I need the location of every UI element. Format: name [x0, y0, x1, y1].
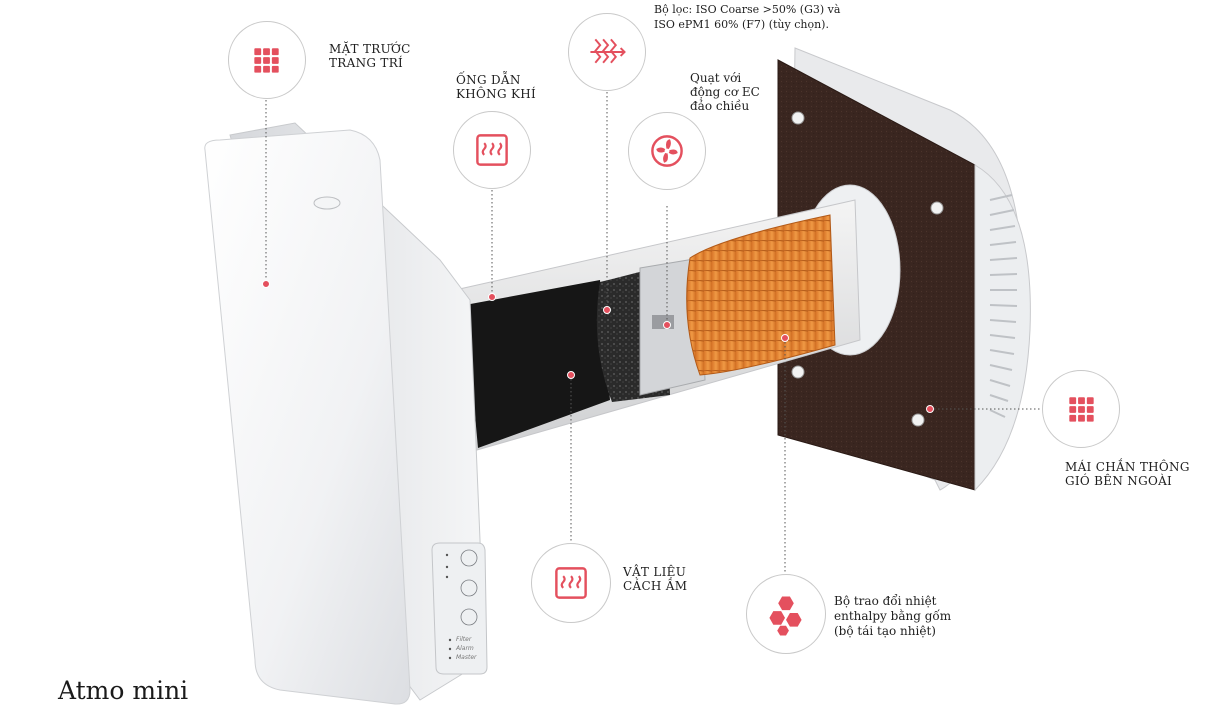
fan-icon-circle	[628, 112, 706, 190]
honeycomb-icon	[769, 596, 802, 636]
heat-waves-icon	[555, 567, 587, 599]
air-duct-icon-circle	[453, 111, 531, 189]
control-item-alarm: Alarm	[456, 645, 474, 652]
control-item-filter: Filter	[456, 636, 472, 643]
insulation-icon-circle	[531, 543, 611, 623]
filter-icon	[590, 38, 626, 64]
heat-exchanger-label: Bộ trao đổi nhiệt enthalpy bằng gốm (bộ …	[834, 594, 952, 638]
outer-hood-icon-circle	[1042, 370, 1120, 448]
front-panel-icon-circle	[228, 21, 306, 99]
outer-hood-label: MÁI CHẮN THÔNG GIÓ BÊN NGOÀI	[1065, 460, 1190, 488]
fan-icon	[651, 135, 683, 167]
control-item-master: Master	[456, 654, 477, 661]
grid-icon	[254, 48, 279, 73]
heat-exchanger-icon-circle	[746, 574, 826, 654]
filter-label: Bộ lọc: ISO Coarse >50% (G3) và ISO ePM1…	[654, 3, 841, 31]
insulation-label: VẬT LIỆU CÁCH ÂM	[623, 565, 688, 593]
product-title: Atmo mini	[58, 676, 189, 705]
fan-label: Quạt với động cơ EC đảo chiều	[690, 71, 760, 113]
grid-icon	[1069, 397, 1094, 422]
front-panel-label: MẶT TRƯỚC TRANG TRÍ	[329, 42, 411, 70]
filter-icon-circle	[568, 13, 646, 91]
heat-waves-icon	[476, 134, 508, 166]
air-duct-label: ỐNG DẪN KHÔNG KHÍ	[456, 73, 537, 101]
